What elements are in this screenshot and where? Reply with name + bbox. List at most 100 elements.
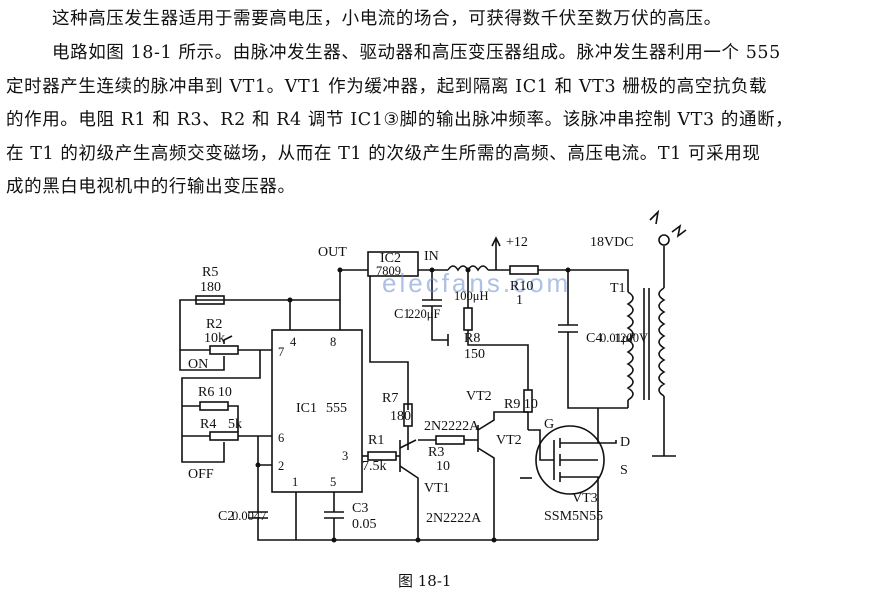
label-ic1: IC1 — [296, 401, 317, 416]
hv-terminal — [658, 234, 670, 246]
label-c2: C2 — [218, 509, 234, 524]
label-r7-val: 180 — [390, 409, 411, 424]
wire — [257, 518, 598, 541]
label-r2-val: 10k — [204, 331, 225, 346]
junction-dot — [429, 267, 435, 273]
label-r7: R7 — [382, 391, 398, 406]
label-in: IN — [424, 249, 439, 264]
label-g: G — [544, 417, 554, 432]
spark-icon — [671, 224, 687, 238]
label-pin4: 4 — [290, 335, 297, 349]
junction-dot — [465, 267, 471, 273]
wire — [181, 350, 261, 406]
wire — [598, 440, 617, 444]
wire — [228, 405, 239, 432]
text-line-5: 在 T1 的初级产生高频交变磁场，从而在 T1 的次级产生所需的高频、高压电流。… — [6, 144, 761, 164]
label-pin2: 2 — [278, 459, 284, 473]
wire — [257, 436, 272, 466]
wire — [181, 436, 225, 463]
junction-dot — [415, 537, 421, 543]
wire — [431, 306, 448, 341]
label-ic1-part: 555 — [326, 401, 347, 416]
label-c4-volt: 1200V — [614, 331, 648, 345]
text-line-3: 定时器产生连续的脉冲串到 VT1。VT1 作为缓冲器，起到隔离 IC1 和 VT… — [6, 77, 768, 97]
label-r1-val: 7.5k — [362, 459, 387, 474]
r6-resistor — [199, 401, 229, 411]
label-l1-val: 100μH — [454, 289, 488, 303]
label-18vdc: 18VDC — [590, 235, 634, 250]
r8-resistor — [463, 307, 473, 331]
label-q-part2: 2N2222A — [426, 511, 482, 526]
t1-primary — [626, 291, 634, 401]
label-pin6: 6 — [278, 431, 284, 445]
label-pin8: 8 — [330, 335, 336, 349]
r3-resistor — [435, 435, 465, 445]
wire — [567, 332, 628, 409]
label-r1: R1 — [368, 433, 384, 448]
label-c3: C3 — [352, 501, 368, 516]
t1-secondary — [658, 287, 666, 397]
label-r5: R5 — [202, 265, 218, 280]
label-t1: T1 — [610, 281, 626, 296]
text-line-1: 这种高压发生器适用于需要高电压，小电流的场合，可获得数千伏至数万伏的高压。 — [52, 9, 722, 29]
label-on: ON — [188, 357, 208, 372]
label-r6: R6 10 — [198, 385, 232, 400]
label-out: OUT — [318, 245, 347, 260]
junction-dot — [337, 267, 343, 273]
wire — [528, 429, 554, 461]
wire — [179, 270, 341, 352]
label-r4-val: 5k — [228, 417, 242, 432]
label-c2-val: 0.0047 — [232, 509, 266, 523]
wire — [560, 476, 599, 540]
label-r9: R9 10 — [504, 397, 538, 412]
text-line-6: 成的黑白电视机中的行输出变压器。 — [6, 177, 296, 197]
label-c1-val: 220μF — [408, 307, 440, 321]
label-vt3: VT3 — [572, 491, 598, 506]
ic2-body — [367, 251, 419, 277]
label-vt1: VT1 — [424, 481, 450, 496]
text-line-4: 的作用。电阻 R1 和 R3、R2 和 R4 调节 IC1③脚的输出脉冲频率。该… — [6, 110, 794, 130]
junction-dot — [491, 537, 497, 543]
wire — [399, 465, 419, 540]
wire — [399, 439, 417, 449]
label-vt2-top: VT2 — [466, 389, 492, 404]
junction-dot — [565, 267, 571, 273]
junction-dot — [331, 537, 337, 543]
label-r4: R4 — [200, 417, 216, 432]
vt3-mosfet — [535, 425, 605, 495]
r5-resistor — [195, 295, 225, 305]
label-d: D — [620, 435, 630, 450]
figure-caption: 图 18-1 — [398, 572, 452, 590]
label-r10-val: 1 — [516, 293, 523, 308]
wire — [369, 276, 409, 410]
label-vt3-part: SSM5N55 — [544, 509, 603, 524]
label-q-part1: 2N2222A — [424, 419, 480, 434]
label-pin5: 5 — [330, 475, 336, 489]
r4-pot — [209, 431, 239, 441]
label-pin7: 7 — [278, 345, 284, 359]
label-r10: R10 — [510, 279, 533, 294]
label-s: S — [620, 463, 628, 478]
label-r5-val: 180 — [200, 280, 221, 295]
label-r8-val: 150 — [464, 347, 485, 362]
label-r3: R3 — [428, 445, 444, 460]
wire — [652, 396, 676, 457]
arrow-up — [491, 236, 501, 247]
label-ic2-part: 7809 — [376, 264, 401, 278]
ic1-body — [271, 329, 363, 493]
label-pin1: 1 — [292, 475, 298, 489]
junction-dot — [255, 462, 261, 468]
label-vt2: VT2 — [496, 433, 522, 448]
label-c4: C4 — [586, 331, 602, 346]
wire — [477, 411, 528, 431]
label-off: OFF — [188, 467, 214, 482]
text-line-2: 电路如图 18-1 所示。由脉冲发生器、驱动器和高压变压器组成。脉冲发生器利用一… — [52, 43, 781, 63]
label-pin3: 3 — [342, 449, 348, 463]
label-r2: R2 — [206, 317, 222, 332]
label-plus12: +12 — [506, 235, 528, 250]
spark-icon — [649, 209, 660, 225]
wire — [467, 330, 529, 372]
watermark: elecfans.com — [382, 268, 571, 298]
junction-dot — [287, 297, 293, 303]
